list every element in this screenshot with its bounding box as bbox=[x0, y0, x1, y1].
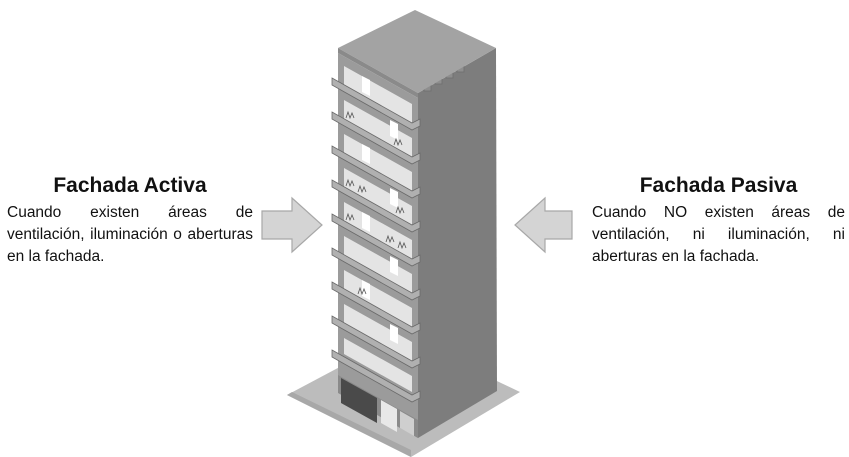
passive-facade-panel: Fachada Pasiva Cuando NO existen áreas d… bbox=[592, 174, 845, 268]
shop-window bbox=[381, 400, 397, 432]
arrow-right-icon bbox=[261, 196, 323, 254]
entrance-door bbox=[341, 378, 377, 423]
balcony-plants bbox=[345, 110, 407, 296]
balconies bbox=[331, 77, 421, 403]
building-side bbox=[418, 48, 497, 438]
passive-facade-title: Fachada Pasiva bbox=[639, 174, 798, 197]
passive-facade-description: Cuando NO existen áreas de ventilación, … bbox=[592, 204, 845, 265]
facade-windows bbox=[344, 66, 412, 392]
arrow-left-icon bbox=[514, 196, 573, 254]
building-illustration bbox=[287, 10, 520, 457]
active-facade-panel: Fachada Activa Cuando existen áreas de v… bbox=[7, 174, 253, 268]
building-roof bbox=[338, 10, 496, 93]
active-facade-description: Cuando existen áreas de ventilación, ilu… bbox=[7, 204, 253, 265]
active-facade-title: Fachada Activa bbox=[53, 174, 207, 197]
